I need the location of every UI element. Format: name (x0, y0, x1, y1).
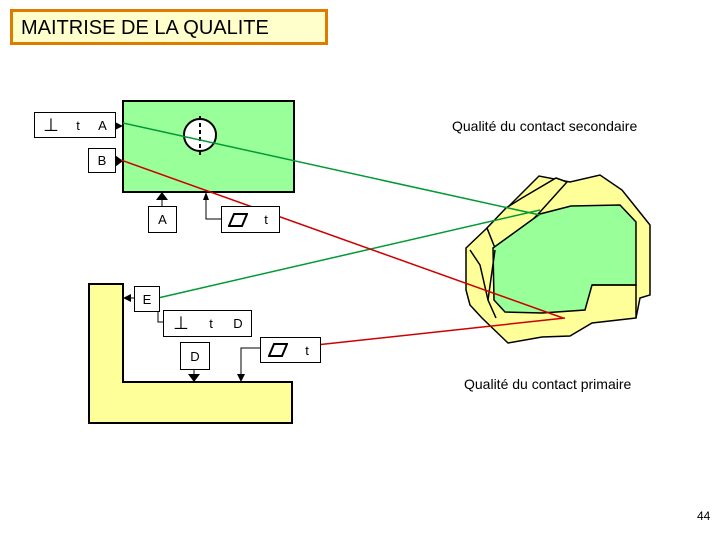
frame1-arrow (115, 122, 123, 130)
frame4-flatness-icon (260, 337, 296, 363)
page-title: MAITRISE DE LA QUALITE (21, 17, 269, 39)
datum-b-box: B (88, 148, 116, 173)
frame3-datum: D (225, 310, 252, 337)
title-box: MAITRISE DE LA QUALITE (10, 9, 328, 45)
datum-e-box: E (134, 286, 160, 312)
contact-block (465, 174, 651, 344)
secondary-contact-line-2 (157, 209, 541, 299)
primary-contact-line-2 (278, 317, 566, 350)
primary-contact-label: Qualité du contact primaire (464, 376, 632, 392)
frame1-tol: t (66, 112, 91, 138)
datum-e-triangle (123, 294, 131, 302)
secondary-contact-line-1 (122, 122, 541, 216)
frame2-flatness-icon (221, 206, 255, 233)
datum-a-triangle (156, 192, 168, 200)
primary-contact-line-1 (120, 159, 564, 319)
datum-d-box: D (180, 342, 210, 370)
frame1-datum: A (90, 112, 116, 138)
datum-d-triangle (188, 374, 200, 382)
frame3-symbol: ⊥ (163, 310, 199, 337)
frame4-tol: t (294, 337, 321, 363)
datum-a-box: A (148, 206, 177, 233)
frame3-tol: t (197, 310, 226, 337)
datum-b-triangle (115, 155, 123, 167)
l-shaped-part (88, 283, 293, 424)
frame2-arrow (203, 192, 209, 200)
secondary-contact-label: Qualité du contact secondaire (452, 118, 638, 134)
frame2-leader (205, 192, 221, 220)
frame4-arrow (237, 374, 245, 382)
frame2-tol: t (253, 206, 280, 233)
frame4-leader (240, 347, 260, 382)
frame1-symbol: ⊥ (34, 112, 68, 138)
page-number: 44 (697, 509, 711, 523)
